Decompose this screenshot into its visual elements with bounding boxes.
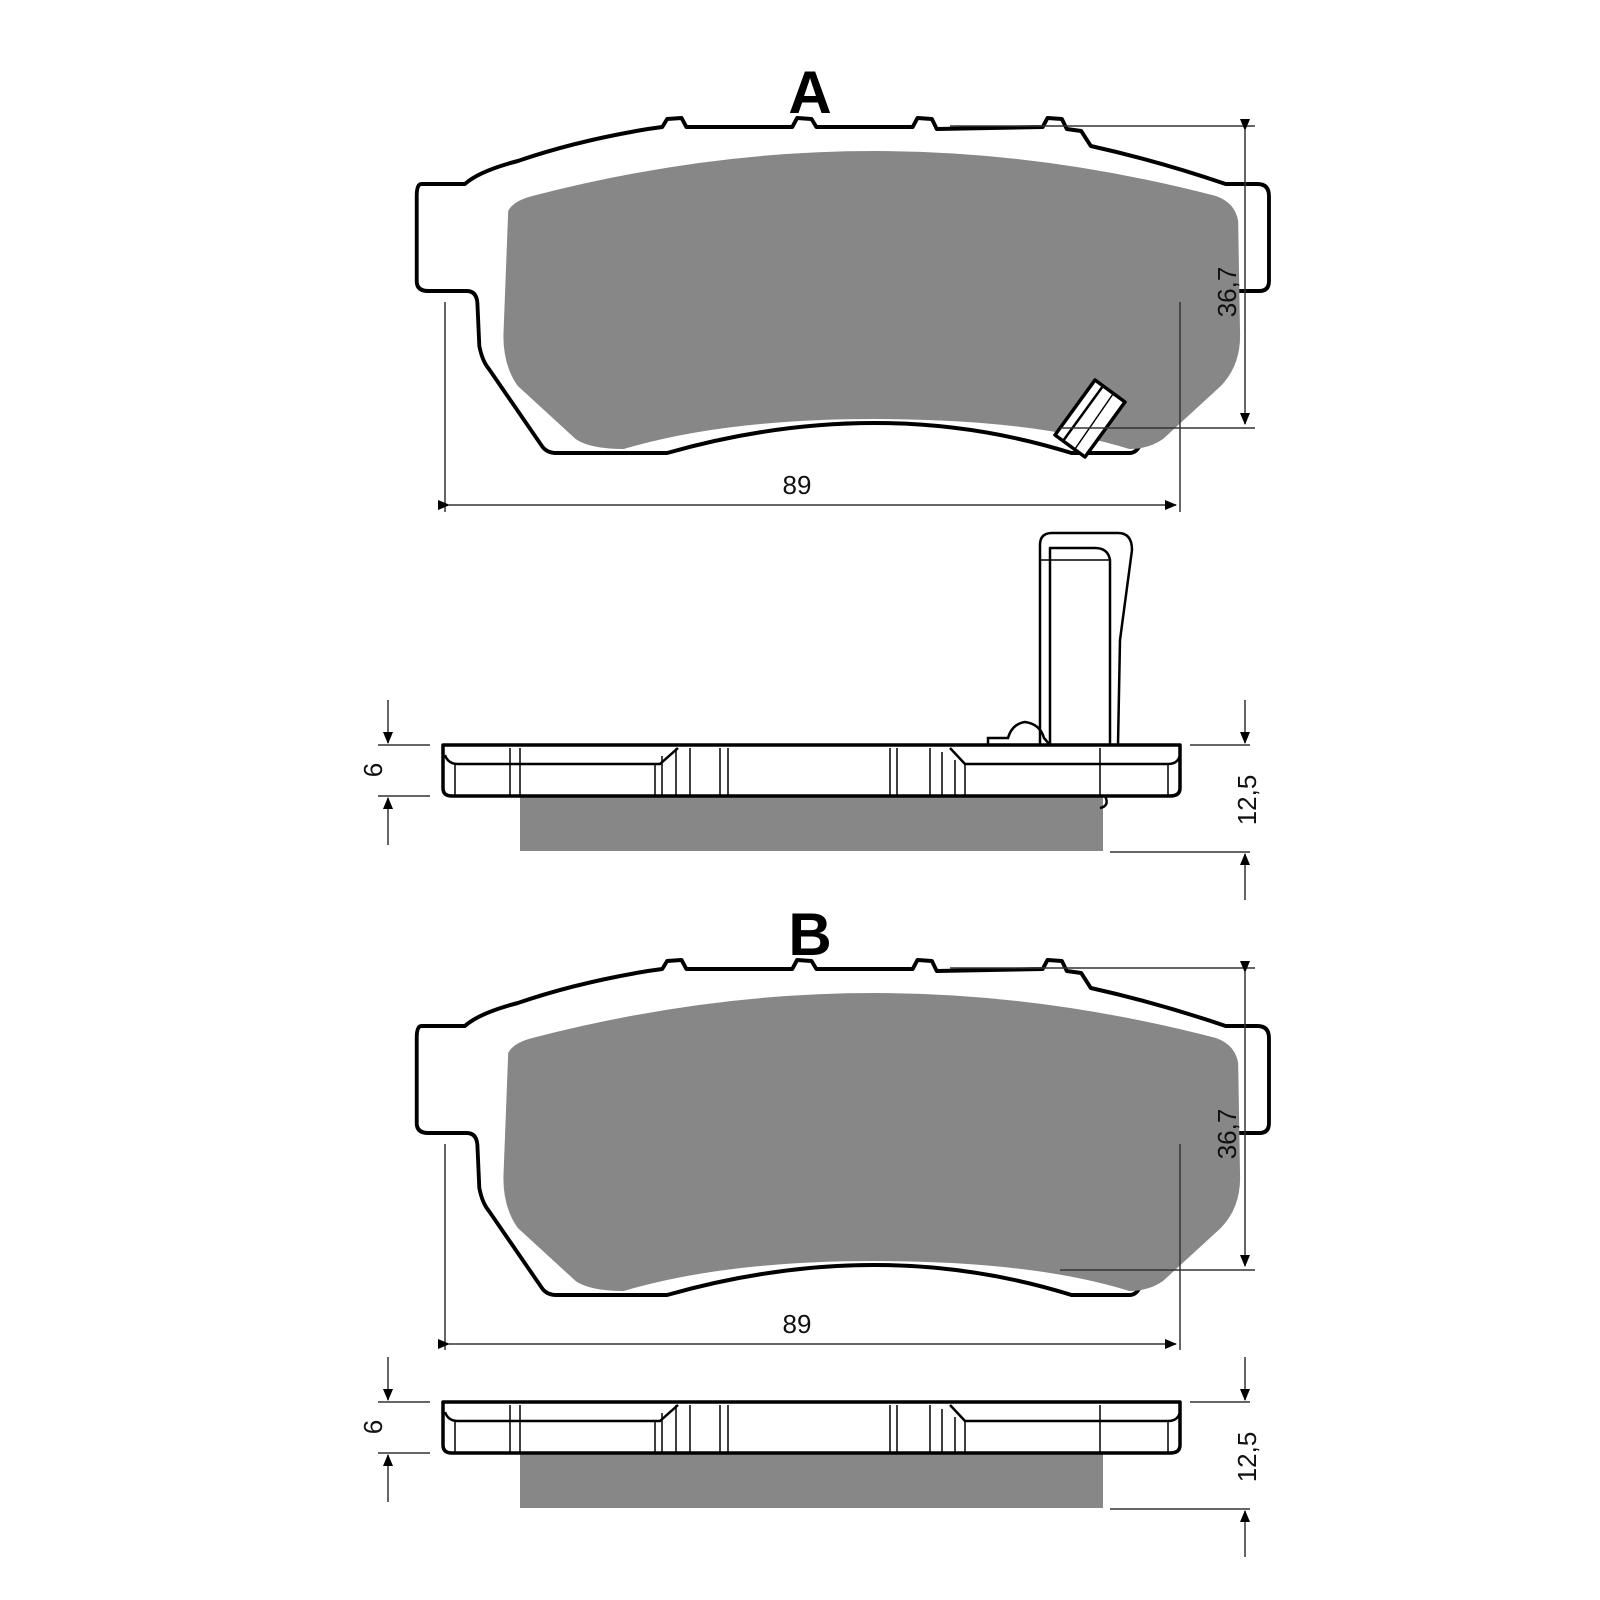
view-a-label: A xyxy=(788,59,831,126)
height-dimension-a: 36,7 xyxy=(950,119,1255,429)
view-a-front-outline xyxy=(414,116,1271,455)
height-dimension-b: 36,7 xyxy=(950,961,1255,1271)
height-value-b: 36,7 xyxy=(1212,1109,1242,1160)
width-dimension-b: 89 xyxy=(438,1144,1181,1350)
view-a: A 36,7 89 xyxy=(358,59,1271,900)
height-value-a: 36,7 xyxy=(1212,267,1242,318)
width-value-a: 89 xyxy=(783,470,812,500)
view-b-side-profile: 6 12,5 xyxy=(358,1357,1262,1557)
total-thickness-a: 12,5 xyxy=(1232,775,1262,826)
width-value-b: 89 xyxy=(783,1309,812,1339)
view-b-front-outline xyxy=(414,958,1271,1297)
view-a-side-profile: 6 12,5 xyxy=(358,531,1262,900)
backing-thickness-a: 6 xyxy=(358,763,388,777)
total-thickness-b: 12,5 xyxy=(1232,1432,1262,1483)
width-dimension-a: 89 xyxy=(438,302,1181,512)
wear-indicator-clip-icon xyxy=(1053,378,1127,459)
view-b-label: B xyxy=(788,901,831,968)
view-b: B 36,7 89 xyxy=(358,901,1271,1557)
backing-thickness-b: 6 xyxy=(358,1420,388,1434)
